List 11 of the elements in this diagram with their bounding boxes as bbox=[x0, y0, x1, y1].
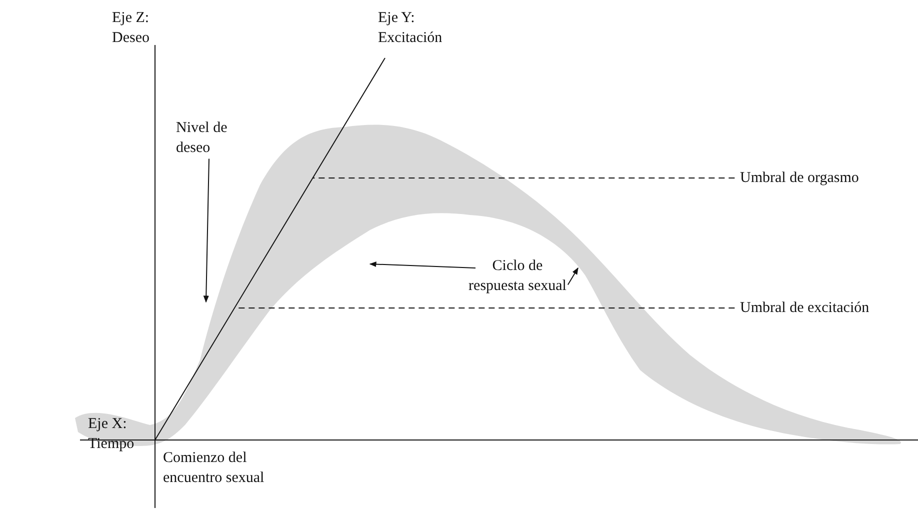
annotation-text: Nivel de deseo bbox=[176, 118, 236, 158]
leader-arrow bbox=[369, 261, 476, 268]
axis-label: Eje Z: Deseo bbox=[112, 9, 150, 48]
axis-label: Eje Y: Excitación bbox=[378, 9, 444, 48]
axis-label: Eje X: Tiempo bbox=[88, 415, 136, 454]
leader-arrow bbox=[567, 267, 578, 286]
annotation-text: Ciclo de respuesta sexual bbox=[465, 256, 570, 296]
leader-arrow bbox=[203, 158, 210, 303]
axis-note: Comienzo del encuentro sexual bbox=[163, 449, 266, 488]
threshold-label: Umbral de excitación bbox=[740, 298, 918, 318]
threshold-label: Umbral de orgasmo bbox=[740, 168, 918, 188]
